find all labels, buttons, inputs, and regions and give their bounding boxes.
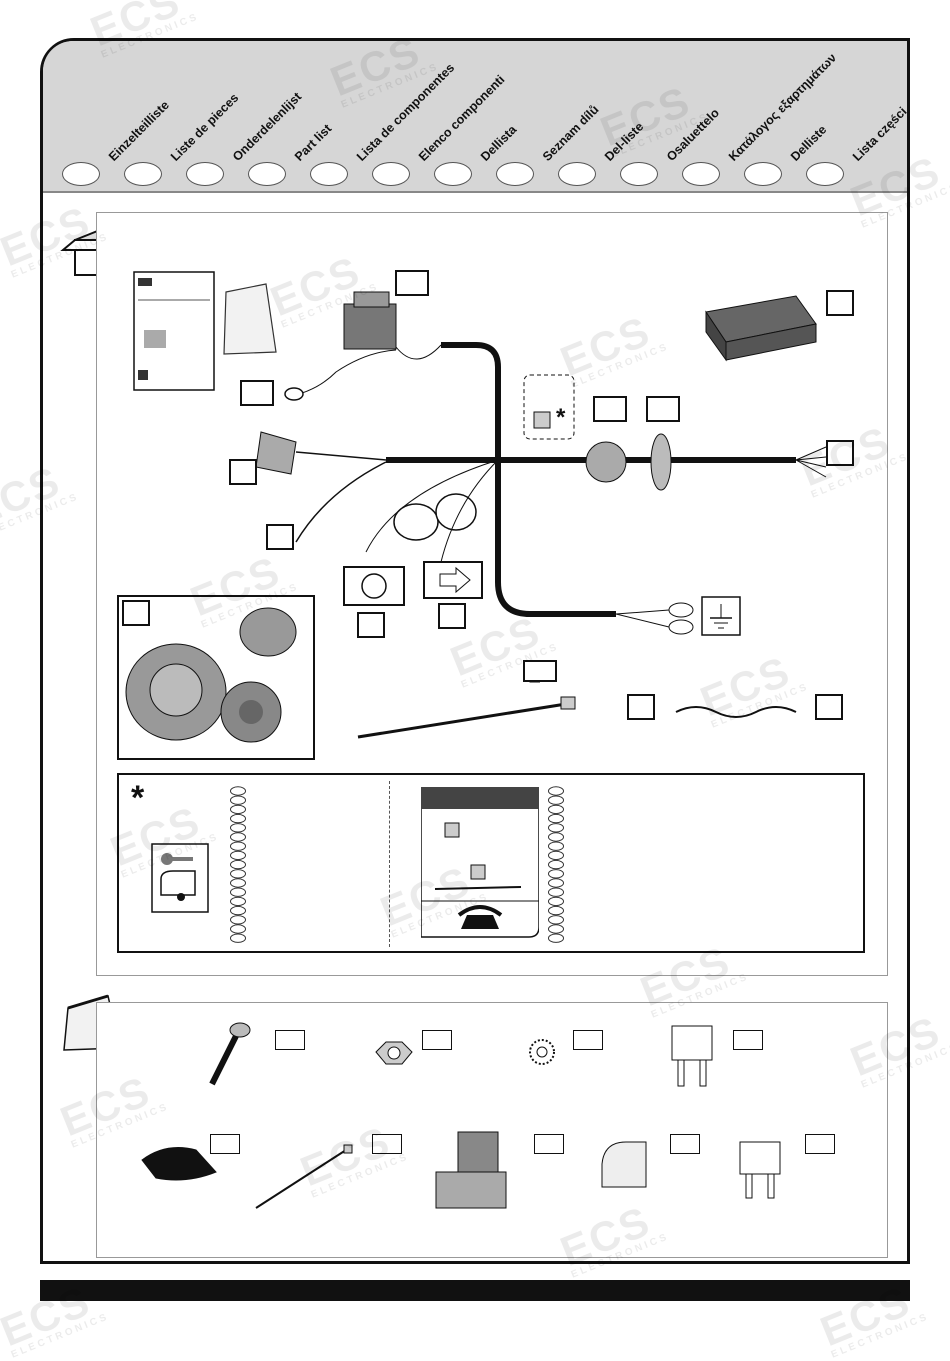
language-checkbox[interactable] bbox=[434, 162, 472, 186]
part-number-box-8 bbox=[266, 524, 294, 550]
hardware-number-box-7 bbox=[534, 1134, 564, 1154]
hardware-number-box-5 bbox=[210, 1134, 240, 1154]
legend-oval bbox=[230, 850, 246, 861]
language-checkbox[interactable] bbox=[744, 162, 782, 186]
language-checkbox[interactable] bbox=[124, 162, 162, 186]
legend-oval bbox=[230, 896, 246, 907]
legend-oval bbox=[548, 841, 564, 851]
language-checkbox[interactable] bbox=[248, 162, 286, 186]
legend-oval-column-1 bbox=[230, 786, 246, 943]
hardware-parts-diagram bbox=[141, 1022, 781, 1209]
legend-oval bbox=[548, 905, 564, 916]
legend-oval bbox=[230, 804, 246, 815]
part-number-box-13 bbox=[627, 694, 655, 720]
part-number-box-5 bbox=[646, 396, 680, 422]
legend-oval bbox=[230, 915, 246, 925]
part-number-box-6 bbox=[229, 459, 257, 485]
legend-asterisk: * bbox=[131, 779, 145, 817]
language-checkbox[interactable] bbox=[620, 162, 658, 186]
hardware-number-box-1 bbox=[275, 1030, 305, 1050]
legend-oval bbox=[230, 823, 246, 833]
legend-oval bbox=[548, 915, 564, 925]
legend-oval bbox=[230, 859, 246, 870]
legend-oval-column-2 bbox=[548, 786, 564, 943]
legend-oval bbox=[548, 896, 564, 907]
wiring-harness-diagram: * bbox=[117, 271, 827, 760]
legend-oval bbox=[548, 832, 564, 842]
hardware-number-box-2 bbox=[422, 1030, 452, 1050]
legend-oval bbox=[548, 795, 564, 805]
legend-oval bbox=[230, 832, 246, 842]
legend-oval bbox=[548, 813, 564, 824]
legend-oval bbox=[548, 887, 564, 897]
legend-oval bbox=[548, 859, 564, 870]
footer-bar bbox=[40, 1280, 910, 1301]
language-checkbox[interactable] bbox=[372, 162, 410, 186]
part-number-box-10 bbox=[357, 612, 385, 638]
part-number-box-12 bbox=[523, 660, 557, 682]
legend-oval bbox=[230, 795, 246, 805]
asterisk-mark: * bbox=[556, 404, 566, 431]
hardware-number-box-4 bbox=[733, 1030, 763, 1050]
legend-oval bbox=[548, 786, 564, 796]
legend-oval bbox=[230, 905, 246, 916]
hardware-number-box-8 bbox=[670, 1134, 700, 1154]
language-checkbox[interactable] bbox=[806, 162, 844, 186]
legend-oval bbox=[548, 933, 564, 943]
part-number-box-11 bbox=[438, 603, 466, 629]
language-checkbox[interactable] bbox=[310, 162, 348, 186]
legend-oval bbox=[548, 850, 564, 861]
legend-oval bbox=[230, 841, 246, 851]
legend-oval bbox=[230, 813, 246, 824]
part-number-box-3 bbox=[826, 290, 854, 316]
hardware-number-box-6 bbox=[372, 1134, 402, 1154]
part-number-box-2 bbox=[240, 380, 274, 406]
language-checkbox[interactable] bbox=[186, 162, 224, 186]
legend-oval bbox=[230, 878, 246, 888]
language-checkbox[interactable] bbox=[496, 162, 534, 186]
part-number-box-14 bbox=[815, 694, 843, 720]
legend-divider bbox=[389, 781, 390, 947]
legend-oval bbox=[230, 869, 246, 879]
legend-oval bbox=[548, 869, 564, 879]
legend-oval bbox=[548, 878, 564, 888]
part-number-box-7 bbox=[826, 440, 854, 466]
hardware-number-box-3 bbox=[573, 1030, 603, 1050]
part-number-box-9 bbox=[122, 600, 150, 626]
part-number-box-1 bbox=[395, 270, 429, 296]
legend-oval bbox=[548, 823, 564, 833]
language-checkbox[interactable] bbox=[558, 162, 596, 186]
legend-oval bbox=[548, 924, 564, 934]
legend-panel: * bbox=[117, 773, 865, 953]
language-checkbox[interactable] bbox=[682, 162, 720, 186]
legend-oval bbox=[230, 924, 246, 934]
legend-oval bbox=[230, 887, 246, 897]
hardware-number-box-9 bbox=[805, 1134, 835, 1154]
legend-oval bbox=[230, 933, 246, 943]
legend-oval bbox=[548, 804, 564, 815]
legend-oval bbox=[230, 786, 246, 796]
part-number-box-4 bbox=[593, 396, 627, 422]
language-checkbox[interactable] bbox=[62, 162, 100, 186]
wiring-kit-phone-card bbox=[421, 787, 539, 938]
caravan-key-icon bbox=[151, 843, 209, 913]
